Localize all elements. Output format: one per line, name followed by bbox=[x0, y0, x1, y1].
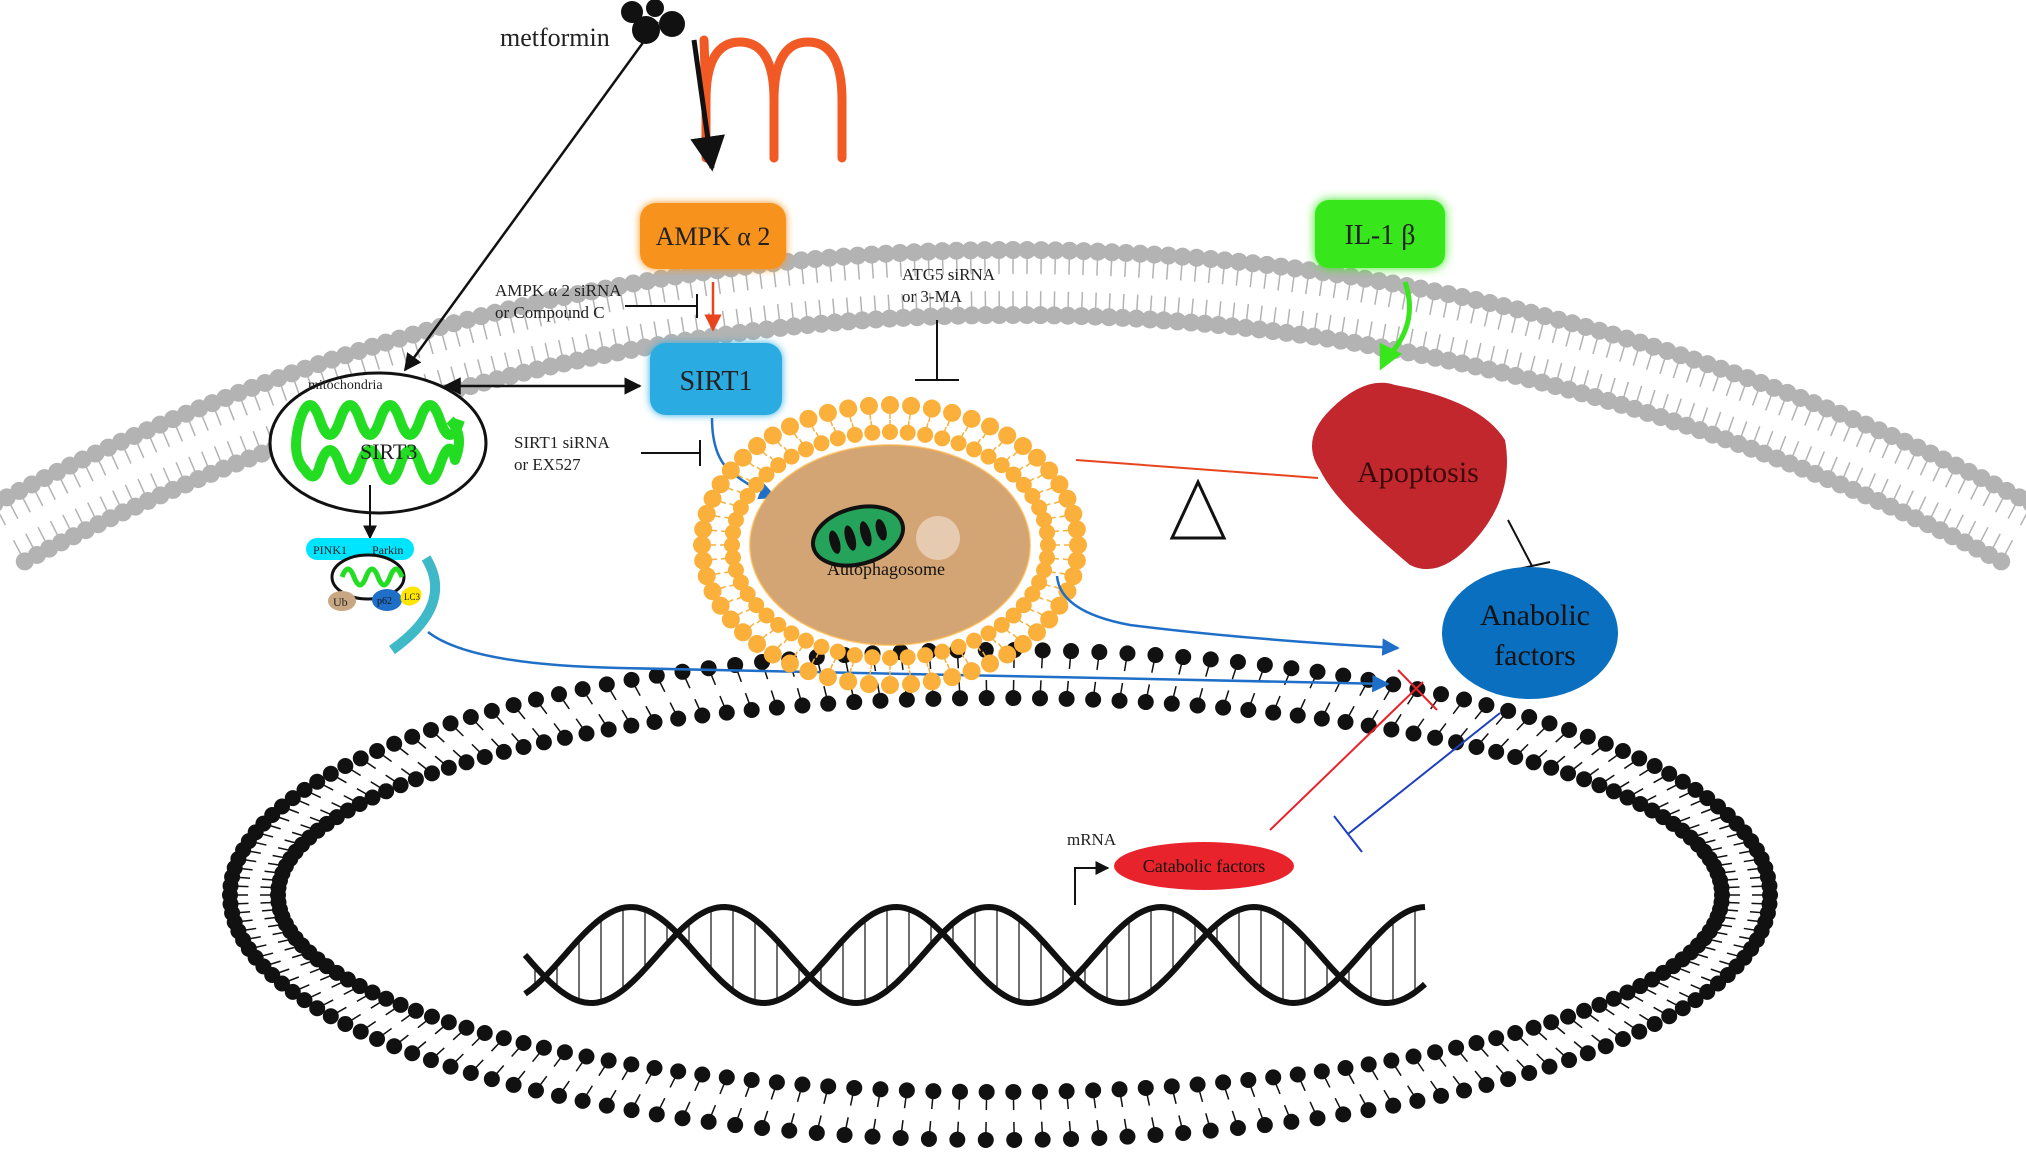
lc3-label: LC3 bbox=[404, 592, 421, 602]
nuclear-membrane bbox=[222, 642, 1778, 1148]
sirt3-label: SIRT3 bbox=[360, 439, 417, 464]
autophagosome: Autophagosome bbox=[693, 396, 1087, 694]
apoptosis-node bbox=[1312, 382, 1507, 570]
ampk-label: AMPK α 2 bbox=[656, 222, 771, 251]
mitophagy-to-anabolic-arrow bbox=[427, 631, 1390, 693]
sirt1-inhibitor-line1: SIRT1 siRNA bbox=[514, 433, 611, 452]
il1b-to-apoptosis-arrow bbox=[1379, 281, 1412, 371]
anabolic-factors-node bbox=[1442, 567, 1618, 699]
dna-double-helix-icon bbox=[522, 903, 1427, 1007]
catabolic-inhibits-anabolic-bar bbox=[1269, 669, 1438, 831]
parkin-label: Parkin bbox=[372, 543, 403, 557]
atg5-inhibition-bar bbox=[915, 320, 959, 381]
autophagosome-label: Autophagosome bbox=[827, 559, 945, 579]
autophagosome-to-anabolic-arrow bbox=[1055, 575, 1400, 656]
anabolic-label-line2: factors bbox=[1494, 639, 1576, 672]
metformin-molecule-icon bbox=[621, 0, 685, 44]
apoptosis-label: Apoptosis bbox=[1357, 456, 1479, 489]
atg5-inhibitor-line1: ATG5 siRNA bbox=[902, 265, 996, 284]
metformin-label: metformin bbox=[500, 23, 610, 52]
apoptosis-inhibits-anabolic-bar bbox=[1507, 519, 1551, 571]
ampk-node bbox=[640, 203, 786, 269]
mitochondria-cristae-icon bbox=[291, 400, 465, 485]
anabolic-inhibits-catabolic-bar bbox=[1333, 712, 1501, 853]
mrna-label: mRNA bbox=[1067, 830, 1117, 849]
anabolic-label-line1: Anabolic bbox=[1480, 599, 1590, 632]
ampk-inhibitor-line1: AMPK α 2 siRNA bbox=[495, 281, 622, 300]
il1b-node bbox=[1315, 200, 1445, 268]
balance-seesaw-icon bbox=[1075, 459, 1319, 540]
p62-label: p62 bbox=[377, 596, 392, 607]
ub-label: Ub bbox=[333, 595, 348, 609]
sirt1-inhibitor-line2: or EX527 bbox=[514, 455, 581, 474]
membrane-receptor-icon bbox=[699, 35, 847, 163]
pink1-label: PINK1 bbox=[313, 543, 347, 557]
il1b-label: IL-1 β bbox=[1345, 220, 1416, 251]
sirt1-label: SIRT1 bbox=[680, 366, 753, 397]
ampk-inhibition-bar bbox=[625, 294, 698, 318]
catabolic-label: Catabolic factors bbox=[1143, 856, 1265, 876]
mitophagy-complex: PINK1 Parkin Ub p62 LC3 bbox=[306, 538, 441, 655]
atg5-inhibitor-line2: or 3-MA bbox=[902, 287, 963, 306]
sirt1-inhibition-bar bbox=[641, 440, 701, 466]
phagophore-membrane-icon bbox=[389, 555, 441, 655]
ampk-inhibitor-line2: or Compound C bbox=[495, 303, 605, 322]
catabolic-factors-node bbox=[1114, 842, 1294, 890]
metformin-to-mitochondria-arrow bbox=[403, 21, 660, 372]
metformin-to-ampk-arrow bbox=[690, 39, 725, 172]
sirt1-node bbox=[650, 343, 782, 415]
transcription-arrow bbox=[1074, 861, 1110, 905]
mitochondria-label: mitochondria bbox=[308, 378, 383, 393]
